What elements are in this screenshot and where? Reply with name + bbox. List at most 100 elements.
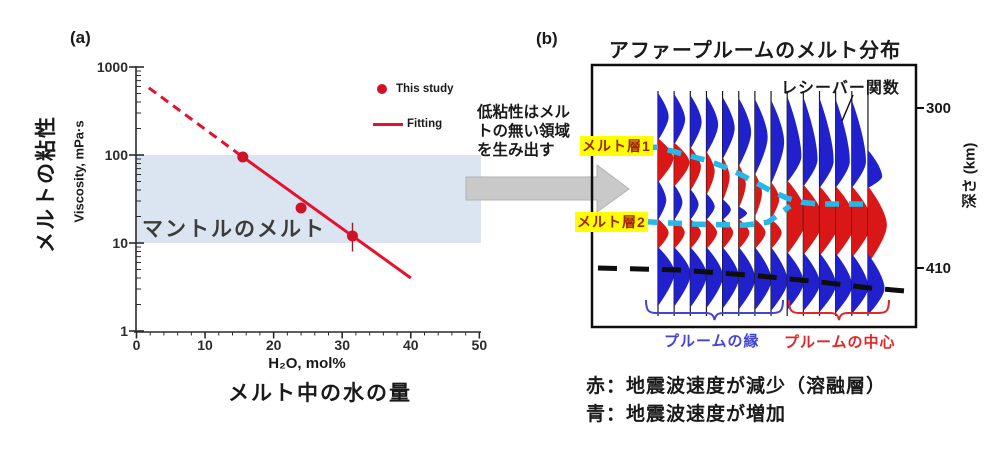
panel-b-label: (b) bbox=[536, 29, 558, 48]
data-point bbox=[346, 230, 358, 242]
panel-a-y-axis-title-en: Viscosity, mPa·s bbox=[71, 120, 87, 223]
blue-lobe-mid bbox=[674, 184, 683, 220]
blue-lobe-410 bbox=[835, 253, 853, 313]
blue-lobe-410 bbox=[674, 247, 691, 307]
x-tick-label: 40 bbox=[403, 337, 419, 353]
blue-lobe-top bbox=[803, 97, 818, 187]
mantle-melt-band bbox=[136, 155, 481, 243]
blue-lobe-410 bbox=[690, 247, 707, 308]
x-tick-label: 50 bbox=[472, 337, 488, 353]
wiggle-traces-layer bbox=[657, 91, 887, 316]
blue-lobe-top bbox=[754, 99, 768, 176]
blue-lobe-mid bbox=[706, 193, 715, 220]
connector-caption-line1: 低粘性はメル bbox=[477, 104, 571, 121]
blue-lobe-410 bbox=[803, 252, 820, 311]
red-lobe-melt1 bbox=[706, 151, 715, 196]
blue-lobe-top bbox=[851, 100, 866, 188]
panel-b-title: アファープルームのメルト分布 bbox=[608, 40, 902, 62]
x-tick-label: 30 bbox=[334, 337, 350, 353]
legend-row-fitting: Fitting bbox=[373, 116, 454, 132]
red-lobe-melt2 bbox=[658, 219, 669, 249]
blue-lobe-top bbox=[771, 100, 785, 184]
connector-caption-line3: を生み出す bbox=[477, 141, 555, 159]
plume-center-bracket bbox=[788, 299, 890, 321]
depth-tick-300: 300 bbox=[926, 100, 952, 117]
melt-layer1-dashed-line bbox=[644, 144, 871, 207]
depth-tick-410: 410 bbox=[926, 260, 952, 277]
fit-line-solid bbox=[241, 155, 412, 280]
blue-lobe-410 bbox=[867, 254, 885, 315]
blue-lobe-410 bbox=[851, 253, 869, 314]
blue-lobe-mid bbox=[738, 206, 748, 220]
red-lobe-melt1 bbox=[674, 142, 690, 187]
blue-lobe-top bbox=[819, 98, 834, 188]
note-red-velocity: 赤：地震波速度が減少（溶融層） bbox=[586, 376, 887, 397]
y-tick-label: 10 bbox=[112, 235, 128, 251]
discontinuity-410-dashed-line bbox=[597, 265, 907, 294]
panel-a-legend: This study Fitting bbox=[373, 81, 454, 132]
x-tick-label: 20 bbox=[266, 337, 282, 353]
blue-lobe-top bbox=[722, 97, 735, 160]
panel-a-annotation: マントルのメルト bbox=[142, 218, 326, 241]
blue-lobe-410 bbox=[706, 247, 723, 309]
red-lobe-melt1 bbox=[658, 138, 674, 183]
panel-b-frame bbox=[590, 63, 918, 329]
receiver-function-label: レシーバー関数 bbox=[781, 80, 900, 97]
blue-lobe-mid bbox=[690, 189, 699, 220]
blue-lobe-top bbox=[706, 96, 719, 154]
red-lobe-melt2 bbox=[754, 219, 766, 249]
plume-edge-label: プルームの縁 bbox=[664, 333, 760, 350]
data-point bbox=[237, 151, 249, 163]
melt-layer1-label: メルト層1 bbox=[580, 136, 653, 156]
panel-a-series-layer bbox=[147, 86, 412, 280]
big-right-arrow-icon bbox=[465, 164, 630, 213]
depth-axis-title: 深さ (km) bbox=[961, 142, 979, 209]
blue-lobe-410 bbox=[722, 247, 740, 309]
panel-a-label: (a) bbox=[70, 28, 91, 47]
panel-a-x-axis-title: H₂O, mol% bbox=[268, 355, 346, 372]
legend-row-this-study: This study bbox=[373, 81, 454, 97]
plume-edge-bracket bbox=[645, 299, 784, 321]
red-lobe-melt1 bbox=[754, 173, 762, 218]
legend-point-marker-icon bbox=[377, 84, 387, 94]
blue-lobe-top bbox=[738, 98, 752, 167]
viscosity-band-layer bbox=[136, 155, 481, 243]
y-tick-label: 1 bbox=[120, 323, 128, 339]
note-blue-velocity: 青：地震波速度が増加 bbox=[586, 404, 787, 425]
x-tick-label: 10 bbox=[197, 337, 213, 353]
data-point bbox=[295, 202, 307, 214]
red-lobe-melt2 bbox=[674, 219, 685, 249]
blue-lobe-410 bbox=[771, 247, 788, 311]
blue-lobe-top bbox=[658, 93, 669, 141]
connector-arrow-layer bbox=[465, 164, 630, 213]
blue-lobe-top bbox=[690, 95, 702, 149]
red-lobe-merged bbox=[787, 180, 808, 254]
red-lobe-merged bbox=[867, 186, 887, 264]
fit-line-dashed bbox=[147, 86, 244, 159]
red-lobe-merged bbox=[835, 186, 856, 257]
connector-caption: 低粘性はメル トの無い領域 を生み出す bbox=[477, 104, 601, 161]
blue-lobe-mid bbox=[658, 180, 667, 220]
legend-point-label: This study bbox=[396, 83, 454, 95]
red-lobe-melt1 bbox=[771, 181, 780, 219]
legend-line-marker-icon bbox=[373, 122, 403, 126]
panel-a-y-axis-title-jp: メルトの粘性 bbox=[35, 115, 58, 253]
melt-layer2-label: メルト層2 bbox=[575, 212, 648, 232]
blue-lobe-410 bbox=[738, 247, 756, 310]
melt-layer2-dashed-line bbox=[643, 203, 792, 228]
red-lobe-merged bbox=[819, 186, 840, 256]
melt-lines-layer bbox=[597, 144, 907, 294]
panel-b-frame-layer bbox=[590, 63, 924, 329]
plume-brackets-layer bbox=[645, 299, 890, 321]
blue-lobe-top bbox=[674, 94, 686, 145]
blue-lobe-mid bbox=[722, 199, 731, 220]
legend-line-label: Fitting bbox=[407, 118, 443, 130]
blue-lobe-top bbox=[835, 99, 850, 188]
x-tick-label: 0 bbox=[133, 337, 141, 353]
plume-center-label: プルームの中心 bbox=[784, 334, 896, 351]
connector-caption-line2: トの無い領域 bbox=[477, 122, 571, 140]
blue-lobe-410 bbox=[658, 247, 675, 306]
